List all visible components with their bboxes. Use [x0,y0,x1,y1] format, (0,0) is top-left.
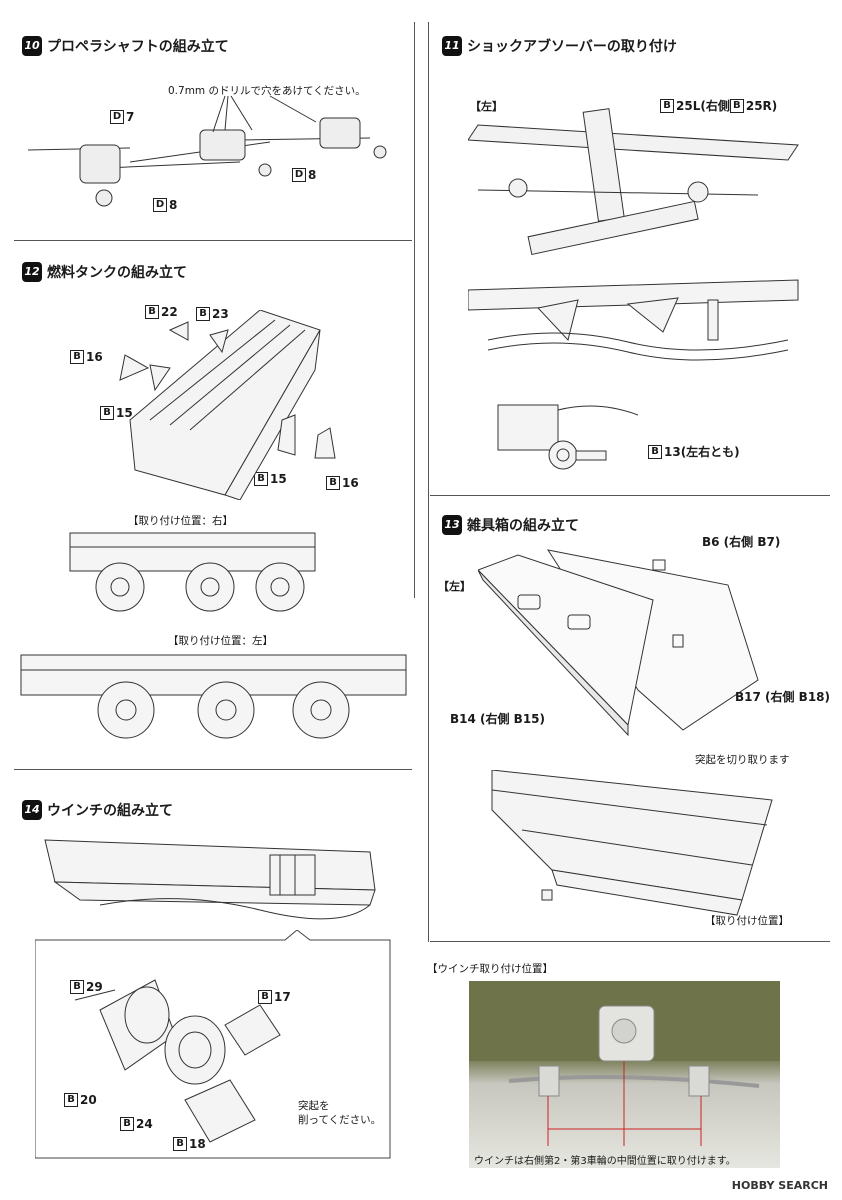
step-title-text: ウインチの組み立て [47,803,173,819]
step-number: 11 [442,36,462,56]
divider [428,22,429,942]
step-10-title: 10 プロペラシャフトの組み立て [22,36,229,56]
divider [430,941,830,942]
cut-off-note: 突起を切り取ります [695,754,790,766]
divider [414,22,415,598]
step-number: 12 [22,262,42,282]
shave-note-line2: 削ってください。 [298,1114,382,1126]
shave-note-line1: 突起を [298,1100,330,1112]
part-b17: B17 (右側 B18) [735,690,831,704]
winch-detail-frame [35,930,391,1159]
vehicle-side-right-drawing [69,532,316,612]
divider [14,769,412,770]
fuel-tank-drawing [119,310,336,500]
step-12-title: 12 燃料タンクの組み立て [22,262,187,282]
step-title-text: 雑具箱の組み立て [467,518,579,534]
drill-note: 0.7mm のドリルで穴をあけてください。 [168,85,366,97]
step-number: 13 [442,515,462,535]
part-b14: B14 (右側 B15) [450,712,546,726]
step-title-text: ショックアブソーバーの取り付け [467,39,677,55]
watermark-hobby-search: HOBBY SEARCH [731,1179,828,1192]
divider [14,240,412,241]
winch-vehicle-drawing [44,839,376,920]
left-side-tag: 【左】 [470,100,503,113]
bracket-drawing [497,404,639,470]
suspension-drawing [468,279,799,361]
winch-mount-photo [469,981,780,1168]
step-title-text: プロペラシャフトの組み立て [47,39,229,55]
winch-photo-title: 【ウインチ取り付け位置】 [427,963,553,975]
step-number: 10 [22,36,42,56]
winch-photo-caption: ウインチは右側第2・第3車輪の中間位置に取り付けます。 [474,1156,736,1167]
step-13-title: 13 雑具箱の組み立て [442,515,579,535]
mount-position-label: 【取り付け位置】 [705,915,789,927]
vehicle-side-left-drawing [20,654,407,739]
left-side-tag: 【左】 [438,580,471,593]
shock-absorber-drawing [468,108,799,256]
step-number: 14 [22,800,42,820]
part-b6: B6 (右側 B7) [702,535,781,549]
mount-position-left-label: 【取り付け位置：左】 [168,635,273,647]
photo-contents [469,981,780,1146]
divider [430,495,830,496]
step-14-title: 14 ウインチの組み立て [22,800,173,820]
step-title-text: 燃料タンクの組み立て [47,265,187,281]
mount-position-right-label: 【取り付け位置：右】 [128,515,233,527]
stowage-box-mount-drawing [491,770,773,916]
stowage-box-drawing [478,549,759,737]
propeller-shaft-drawing [27,95,387,207]
step-11-title: 11 ショックアブソーバーの取り付け [442,36,677,56]
